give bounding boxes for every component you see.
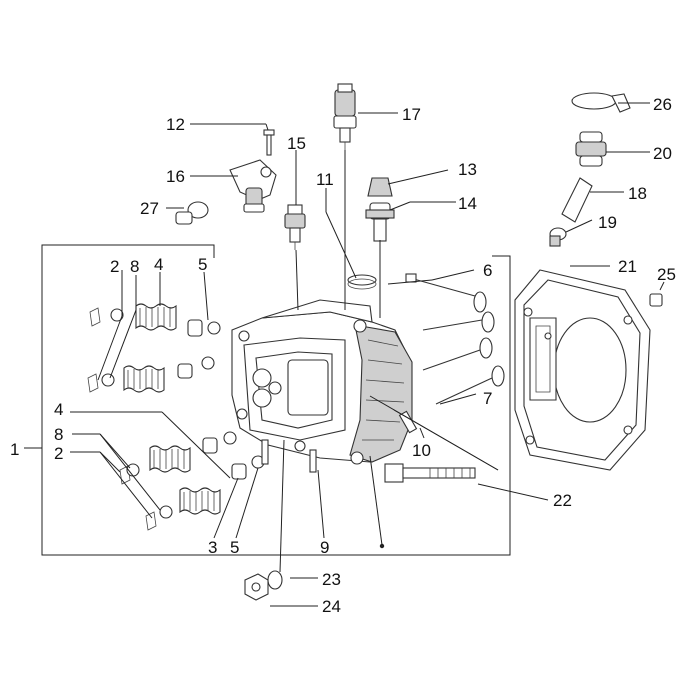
callout-17: 17 xyxy=(402,105,421,124)
dowel-25[interactable] xyxy=(649,293,663,307)
reference-numbers: 1 2 8 4 5 4 8 2 3 5 9 10 22 7 6 21 25 19… xyxy=(10,95,676,616)
actuator-16[interactable] xyxy=(229,159,277,213)
head-gasket[interactable] xyxy=(514,269,651,471)
callout-9: 9 xyxy=(320,538,329,557)
callout-5-lower: 5 xyxy=(230,538,239,557)
assembly-bracket xyxy=(24,244,511,556)
clamp-11[interactable] xyxy=(347,274,377,290)
callout-25: 25 xyxy=(657,265,676,284)
callout-22: 22 xyxy=(553,491,572,510)
callout-23: 23 xyxy=(322,570,341,589)
temperature-sensor-15[interactable] xyxy=(284,204,306,250)
temperature-sensor-17[interactable] xyxy=(333,83,357,150)
callout-4-upper: 4 xyxy=(154,255,163,274)
callout-8-lower: 8 xyxy=(54,425,63,444)
callout-5-upper: 5 xyxy=(198,255,207,274)
hose-18[interactable] xyxy=(561,177,593,223)
valve-spring-group-lower-2[interactable] xyxy=(145,455,265,531)
callout-2-upper: 2 xyxy=(110,257,119,276)
valves[interactable] xyxy=(405,273,505,405)
callout-4-lower: 4 xyxy=(54,400,63,419)
callout-13: 13 xyxy=(458,160,477,179)
callout-11: 11 xyxy=(316,170,334,189)
thermostat-20[interactable] xyxy=(575,131,607,167)
callout-10: 10 xyxy=(412,441,431,460)
callout-12: 12 xyxy=(166,115,185,134)
valve-spring-group-lower-1[interactable] xyxy=(119,431,237,485)
cap-13[interactable] xyxy=(367,177,393,197)
leader-lines xyxy=(70,102,665,607)
callout-18: 18 xyxy=(628,184,647,203)
valve-spring-group-upper-2[interactable] xyxy=(87,356,215,393)
fitting-14[interactable] xyxy=(365,202,395,242)
callout-27: 27 xyxy=(140,199,159,218)
callout-3: 3 xyxy=(208,538,217,557)
screw-12[interactable] xyxy=(263,129,275,156)
callout-2-lower: 2 xyxy=(54,444,63,463)
callout-6: 6 xyxy=(483,261,492,280)
callout-21: 21 xyxy=(618,257,637,276)
callout-19: 19 xyxy=(598,213,617,232)
callout-7: 7 xyxy=(483,389,492,408)
callout-26: 26 xyxy=(653,95,672,114)
callout-15: 15 xyxy=(287,134,306,153)
valve-spring-group-upper-1[interactable] xyxy=(89,303,221,337)
hose-clip-27[interactable] xyxy=(175,201,209,225)
head-bolt[interactable] xyxy=(384,463,476,483)
washer-23[interactable] xyxy=(267,570,283,590)
callout-14: 14 xyxy=(458,194,477,213)
clip-19[interactable] xyxy=(549,227,567,247)
callout-16: 16 xyxy=(166,167,185,186)
callout-1: 1 xyxy=(10,440,19,459)
callout-20: 20 xyxy=(653,144,672,163)
callout-24: 24 xyxy=(322,597,341,616)
nut-24[interactable] xyxy=(244,573,269,601)
callout-8-upper: 8 xyxy=(130,257,139,276)
cylinder-head[interactable] xyxy=(231,299,413,465)
